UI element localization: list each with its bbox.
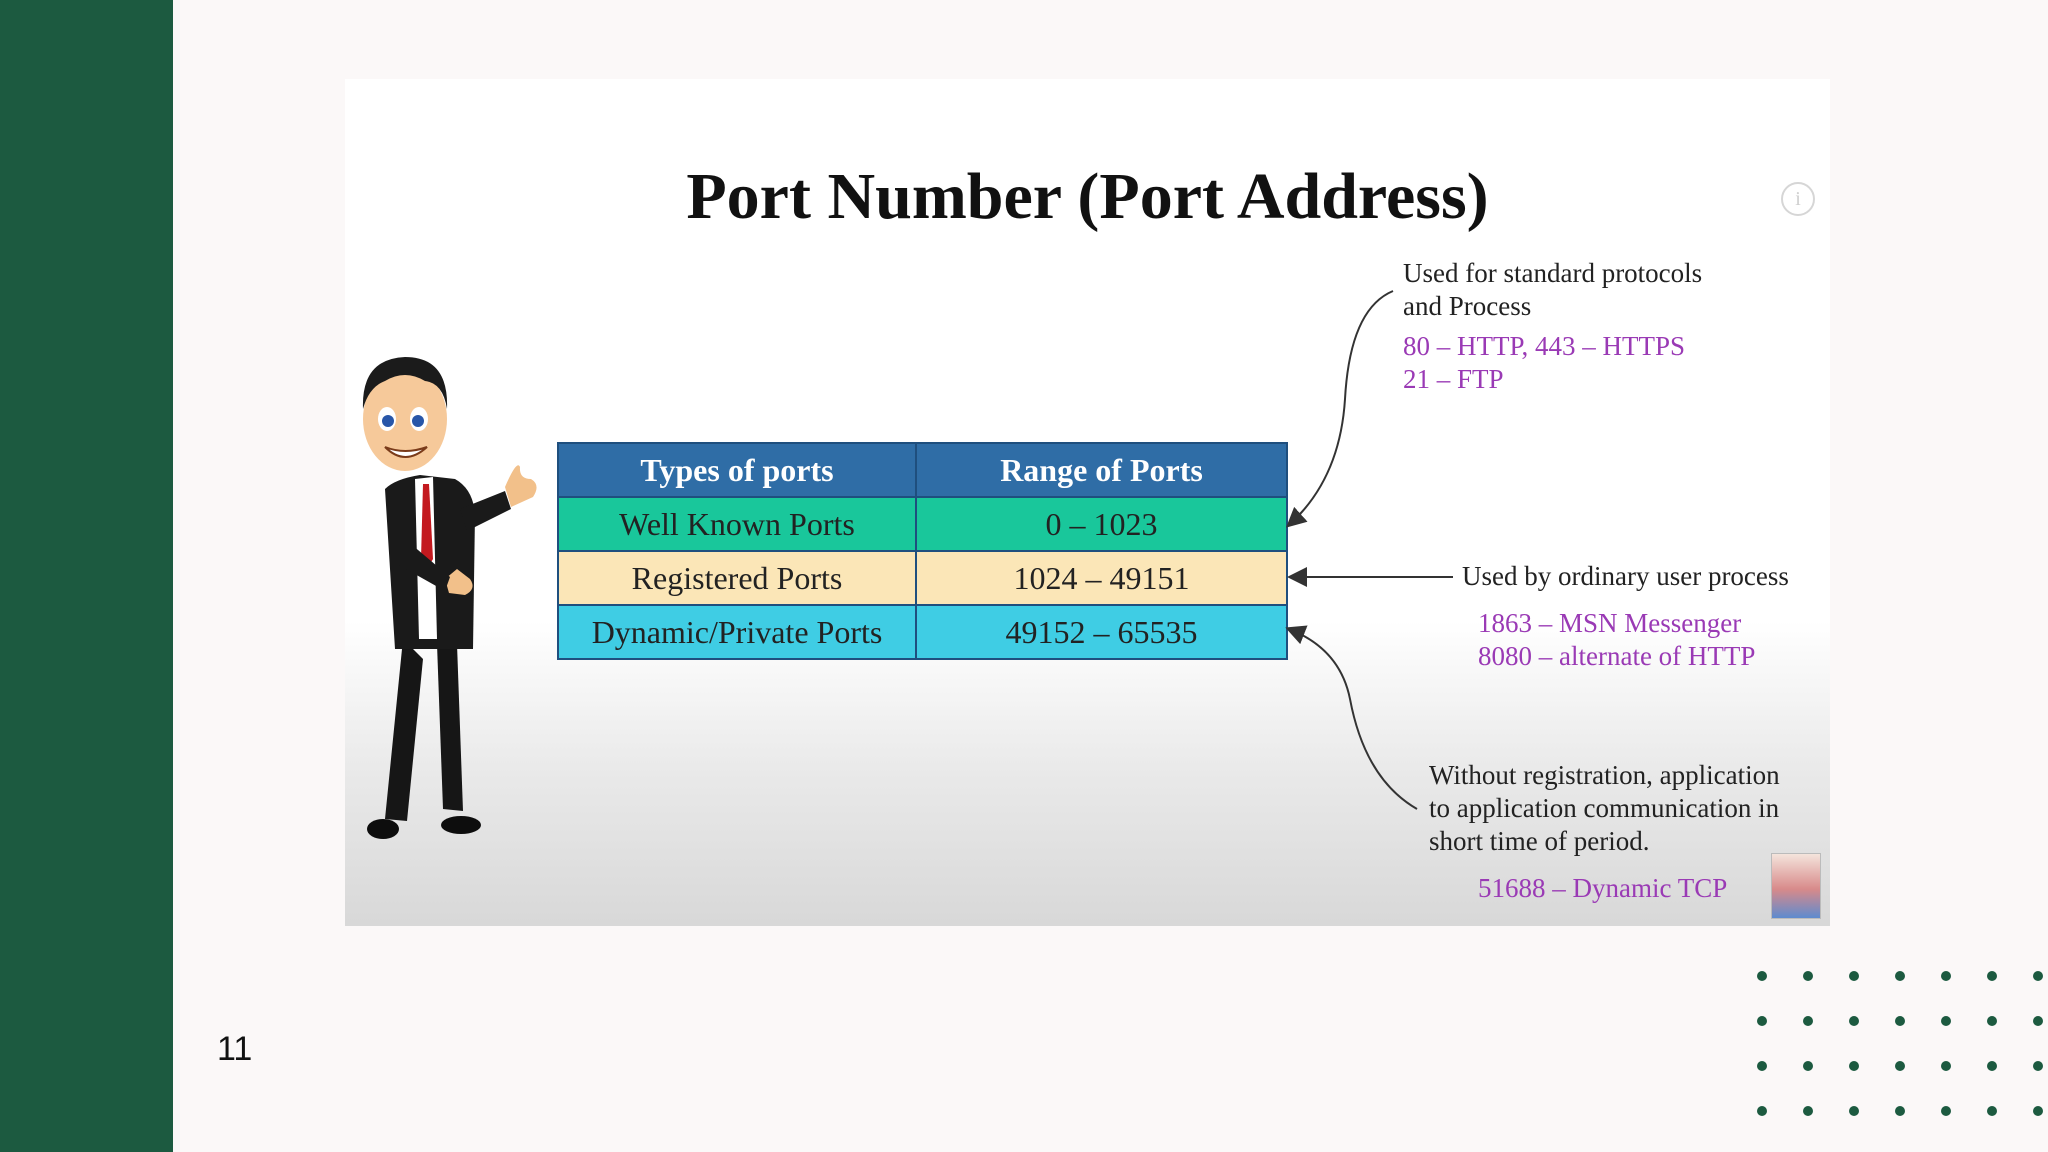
table-row: Registered Ports 1024 – 49151 — [557, 550, 1288, 606]
table-header-row: Types of ports Range of Ports — [557, 442, 1288, 498]
ports-table: Types of ports Range of Ports Well Known… — [557, 442, 1288, 660]
businessman-illustration — [362, 357, 537, 839]
note-text: Used for standard protocols — [1403, 258, 1703, 288]
note-dynamic: Without registration, application to app… — [1429, 759, 1780, 905]
port-type-cell: Registered Ports — [557, 550, 917, 606]
note-example: 1863 – MSN Messenger — [1478, 608, 1742, 638]
port-range-cell: 0 – 1023 — [915, 496, 1288, 552]
slide-number: 11 — [217, 1030, 253, 1068]
note-example: 21 – FTP — [1403, 364, 1504, 394]
note-example: 80 – HTTP, 443 – HTTPS — [1403, 331, 1686, 361]
table-row: Dynamic/Private Ports 49152 – 65535 — [557, 604, 1288, 660]
note-text: and Process — [1403, 291, 1532, 321]
connector-arrows — [1285, 290, 1453, 810]
note-well-known: Used for standard protocols and Process … — [1403, 257, 1702, 396]
image-title: Port Number (Port Address) — [686, 160, 1489, 233]
decorative-dot-grid — [1757, 971, 2043, 1116]
note-example: 51688 – Dynamic TCP — [1478, 873, 1728, 903]
note-text: to application communication in — [1429, 793, 1780, 823]
port-range-cell: 1024 – 49151 — [915, 550, 1288, 606]
note-example: 8080 – alternate of HTTP — [1478, 641, 1756, 671]
slide-image: Port Number (Port Address) i Types of po… — [345, 79, 1830, 926]
arrow-well-known — [1286, 290, 1394, 528]
arrow-dynamic — [1285, 625, 1418, 810]
port-type-cell: Well Known Ports — [557, 496, 917, 552]
info-icon[interactable]: i — [1781, 182, 1815, 216]
note-registered: Used by ordinary user process 1863 – MSN… — [1462, 560, 1789, 673]
port-type-cell: Dynamic/Private Ports — [557, 604, 917, 660]
column-header-type: Types of ports — [557, 442, 917, 498]
table-row: Well Known Ports 0 – 1023 — [557, 496, 1288, 552]
port-range-cell: 49152 – 65535 — [915, 604, 1288, 660]
column-header-range: Range of Ports — [915, 442, 1288, 498]
sidebar-accent — [0, 0, 173, 1152]
note-text: Without registration, application — [1429, 760, 1780, 790]
note-text: short time of period. — [1429, 826, 1650, 856]
presenter-avatar — [1771, 853, 1821, 919]
note-text: Used by ordinary user process — [1462, 561, 1789, 591]
